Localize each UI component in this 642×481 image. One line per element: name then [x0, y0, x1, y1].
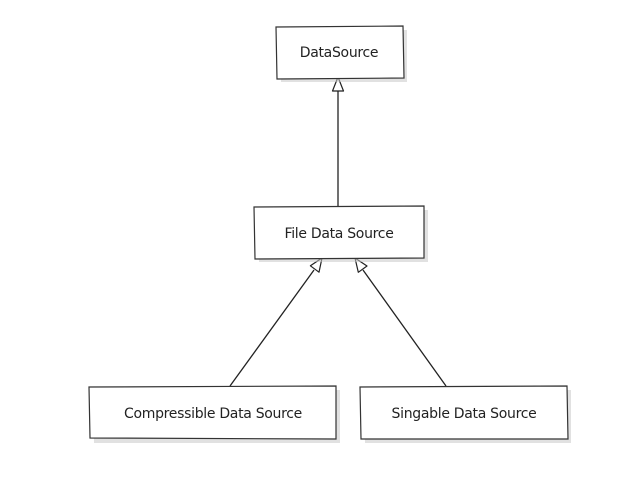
- edge-filedatasource-to-datasource: [331, 76, 345, 207]
- node-compressible-label: Compressible Data Source: [124, 406, 302, 422]
- node-datasource-label: DataSource: [300, 45, 379, 61]
- node-singable[interactable]: Singable Data Source: [359, 385, 571, 443]
- node-filedatasource[interactable]: File Data Source: [253, 205, 428, 262]
- node-compressible[interactable]: Compressible Data Source: [88, 385, 340, 443]
- edge-compressible-to-filedatasource: [229, 257, 323, 387]
- node-singable-label: Singable Data Source: [392, 406, 537, 422]
- node-filedatasource-label: File Data Source: [284, 226, 393, 242]
- edge-singable-to-filedatasource: [354, 257, 447, 387]
- node-datasource[interactable]: DataSource: [275, 25, 407, 82]
